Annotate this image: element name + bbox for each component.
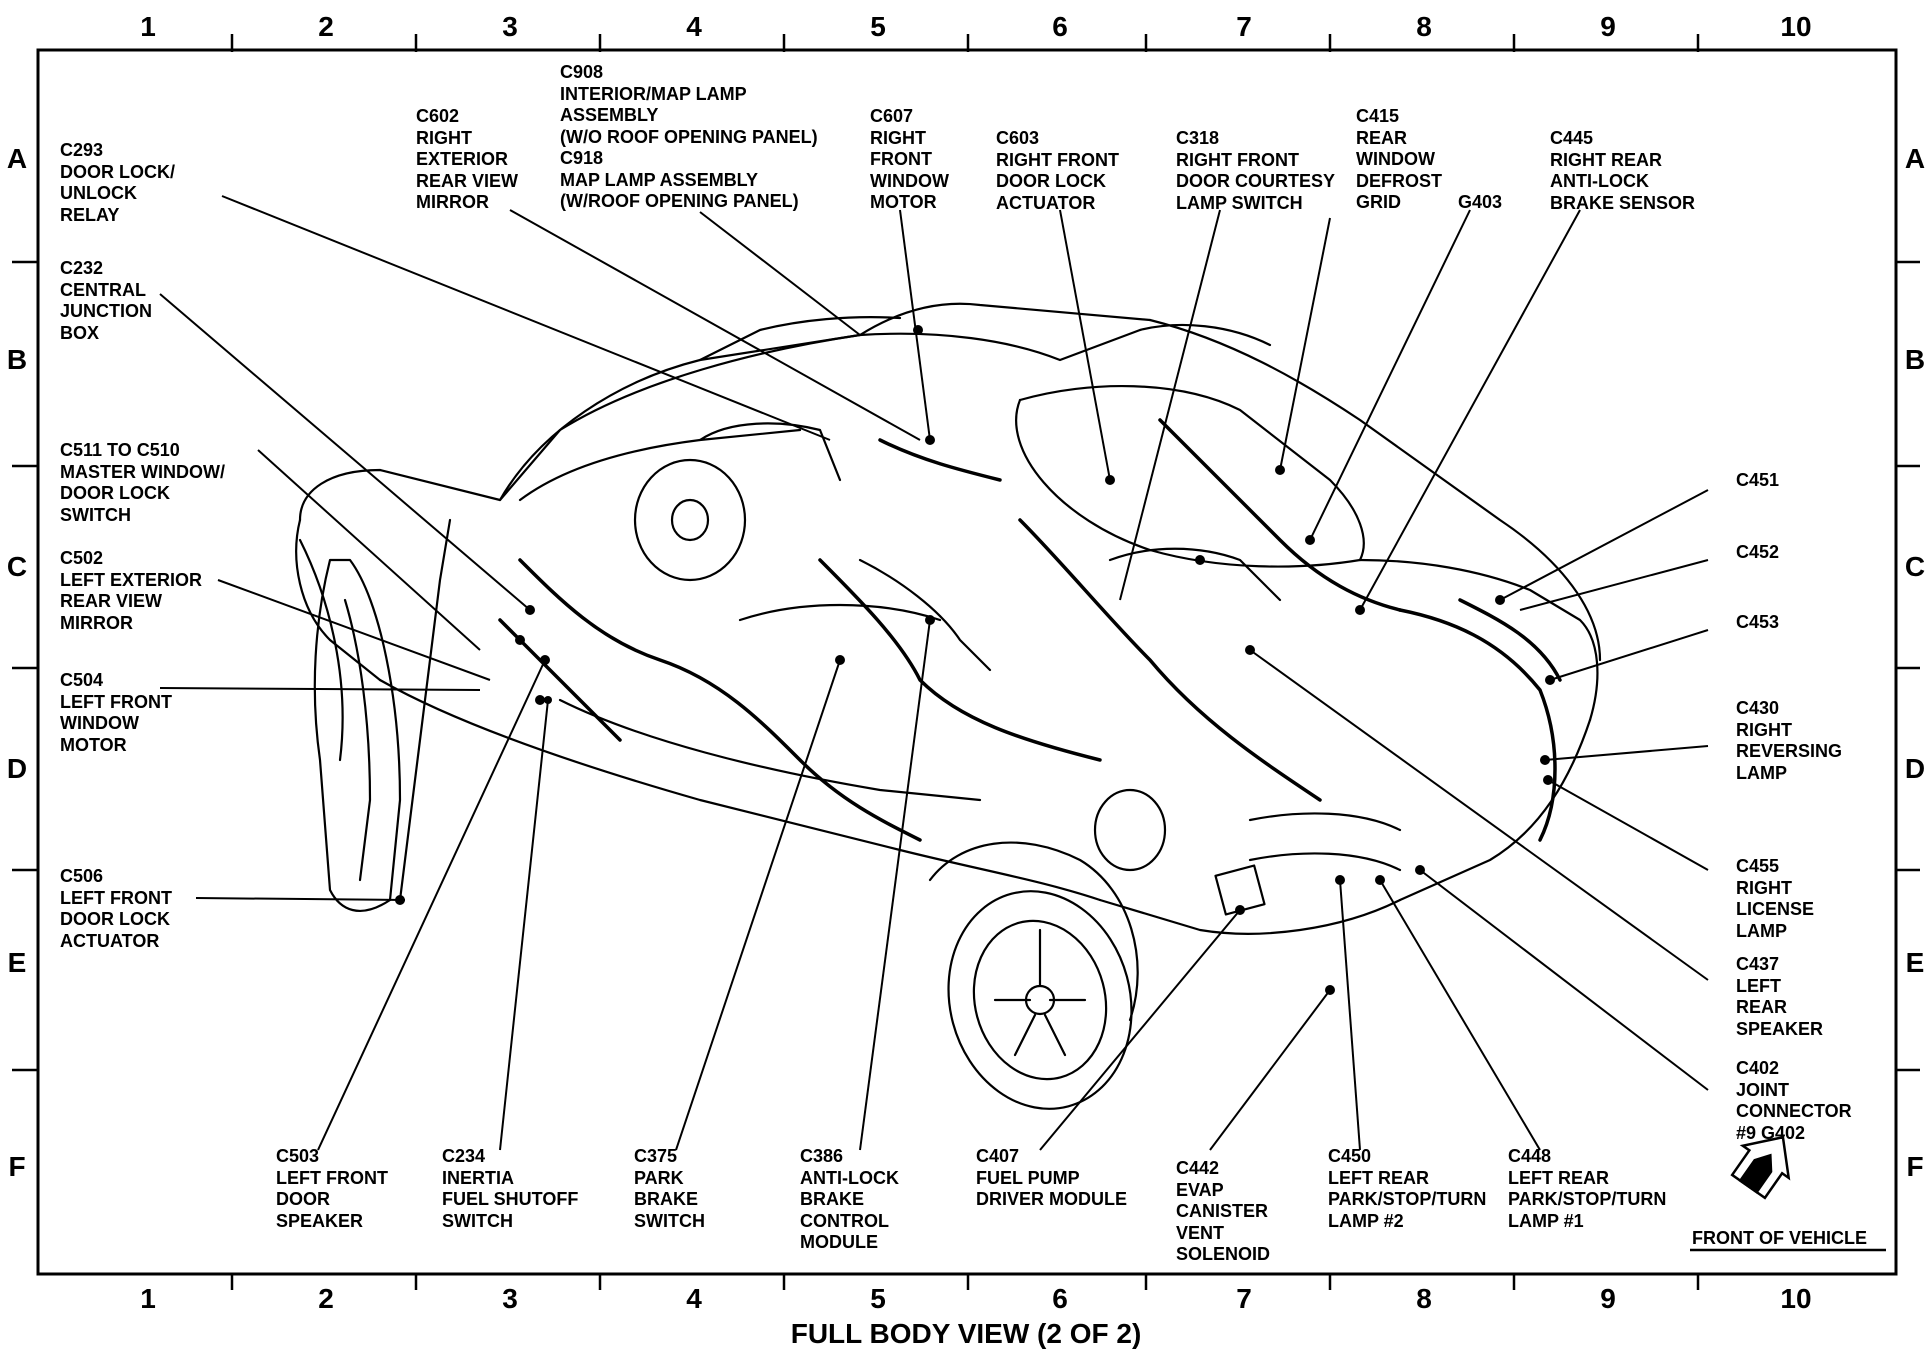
label-c503: C503 LEFT FRONT DOOR SPEAKER (276, 1146, 388, 1231)
front-of-vehicle-label: FRONT OF VEHICLE (1692, 1228, 1867, 1248)
grid-col-top-9: 9 (1600, 11, 1616, 42)
grid-row-left-B: B (6, 344, 28, 375)
label-c445: C445 RIGHT REAR ANTI-LOCK BRAKE SENSOR (1550, 128, 1696, 213)
label-c234: C234 INERTIA FUEL SHUTOFF SWITCH (442, 1146, 579, 1231)
grid-col-bottom-6: 6 (1052, 1283, 1068, 1314)
grid-row-right-B: B (1904, 344, 1926, 375)
label-c402: C402 JOINT CONNECTOR #9 G402 (1736, 1058, 1852, 1143)
label-c908-c918: C908 INTERIOR/MAP LAMP ASSEMBLY (W/O ROO… (560, 62, 818, 211)
grid-row-right-D: D (1904, 753, 1926, 784)
grid-col-bottom-4: 4 (686, 1283, 702, 1314)
grid-row-left-F: F (8, 1151, 26, 1182)
grid-row-right-F: F (1906, 1151, 1924, 1182)
label-c450: C450 LEFT REAR PARK/STOP/TURN LAMP #2 (1328, 1146, 1487, 1231)
label-g403: G403 (1458, 192, 1503, 212)
label-c386: C386 ANTI-LOCK BRAKE CONTROL MODULE (800, 1146, 899, 1252)
label-c375: C375 PARK BRAKE SWITCH (634, 1146, 705, 1231)
label-c437: C437 LEFT REAR SPEAKER (1736, 954, 1824, 1039)
label-c442: C442 EVAP CANISTER VENT SOLENOID (1176, 1158, 1271, 1264)
label-c430: C430 RIGHT REVERSING LAMP (1736, 698, 1843, 783)
label-c607: C607 RIGHT FRONT WINDOW MOTOR (870, 106, 949, 212)
label-c455: C455 RIGHT LICENSE LAMP (1736, 856, 1815, 941)
grid-col-top-3: 3 (502, 11, 518, 42)
grid-row-right-C: C (1904, 551, 1926, 582)
grid-col-bottom-5: 5 (870, 1283, 886, 1314)
label-c504: C504 LEFT FRONT WINDOW MOTOR (60, 670, 172, 755)
bottom-ruler (230, 1274, 1700, 1290)
grid-col-bottom-9: 9 (1600, 1283, 1616, 1314)
label-c506: C506 LEFT FRONT DOOR LOCK ACTUATOR (60, 866, 172, 951)
grid-col-bottom-10: 10 (1780, 1283, 1812, 1314)
grid-col-top-6: 6 (1052, 11, 1068, 42)
grid-col-bottom-2: 2 (318, 1283, 334, 1314)
grid-col-top-1: 1 (140, 11, 156, 42)
grid-col-top-7: 7 (1236, 11, 1252, 42)
grid-col-top-4: 4 (686, 11, 702, 42)
grid-row-left-A: A (6, 143, 28, 174)
grid-row-left-E: E (7, 947, 27, 978)
label-c451: C451 (1736, 470, 1780, 490)
grid-col-top-8: 8 (1416, 11, 1432, 42)
car-body (295, 302, 1602, 1110)
label-c232: C232 CENTRAL JUNCTION BOX (60, 258, 153, 343)
grid-col-top-2: 2 (318, 11, 334, 42)
grid-col-bottom-8: 8 (1416, 1283, 1432, 1314)
wiring-harness (498, 418, 1562, 842)
label-c415: C415 REAR WINDOW DEFROST GRID (1356, 106, 1443, 212)
label-c453: C453 (1736, 612, 1780, 632)
label-c448: C448 LEFT REAR PARK/STOP/TURN LAMP #1 (1508, 1146, 1667, 1231)
grid-row-right-E: E (1905, 947, 1925, 978)
grid-col-bottom-1: 1 (140, 1283, 156, 1314)
label-c452: C452 (1736, 542, 1780, 562)
label-c293: C293 DOOR LOCK/ UNLOCK RELAY (60, 140, 175, 225)
front-of-vehicle-arrow-icon (1730, 1135, 1791, 1200)
label-c502: C502 LEFT EXTERIOR REAR VIEW MIRROR (60, 548, 203, 633)
side-rulers (12, 260, 1920, 1072)
grid-row-left-C: C (6, 551, 28, 582)
top-ruler (230, 34, 1700, 52)
label-c511: C511 TO C510 MASTER WINDOW/ DOOR LOCK SW… (60, 440, 225, 525)
grid-col-top-5: 5 (870, 11, 886, 42)
grid-row-right-A: A (1904, 143, 1926, 174)
leader-lines (159, 195, 1709, 1151)
grid-col-bottom-3: 3 (502, 1283, 518, 1314)
label-c318: C318 RIGHT FRONT DOOR COURTESY LAMP SWIT… (1176, 128, 1336, 213)
label-c407: C407 FUEL PUMP DRIVER MODULE (976, 1146, 1128, 1209)
grid-row-left-D: D (6, 753, 28, 784)
grid-col-top-10: 10 (1780, 11, 1812, 42)
label-c602: C602 RIGHT EXTERIOR REAR VIEW MIRROR (416, 106, 519, 212)
grid-col-bottom-7: 7 (1236, 1283, 1252, 1314)
label-c603: C603 RIGHT FRONT DOOR LOCK ACTUATOR (996, 128, 1119, 213)
diagram-caption: FULL BODY VIEW (2 OF 2) (790, 1318, 1142, 1349)
